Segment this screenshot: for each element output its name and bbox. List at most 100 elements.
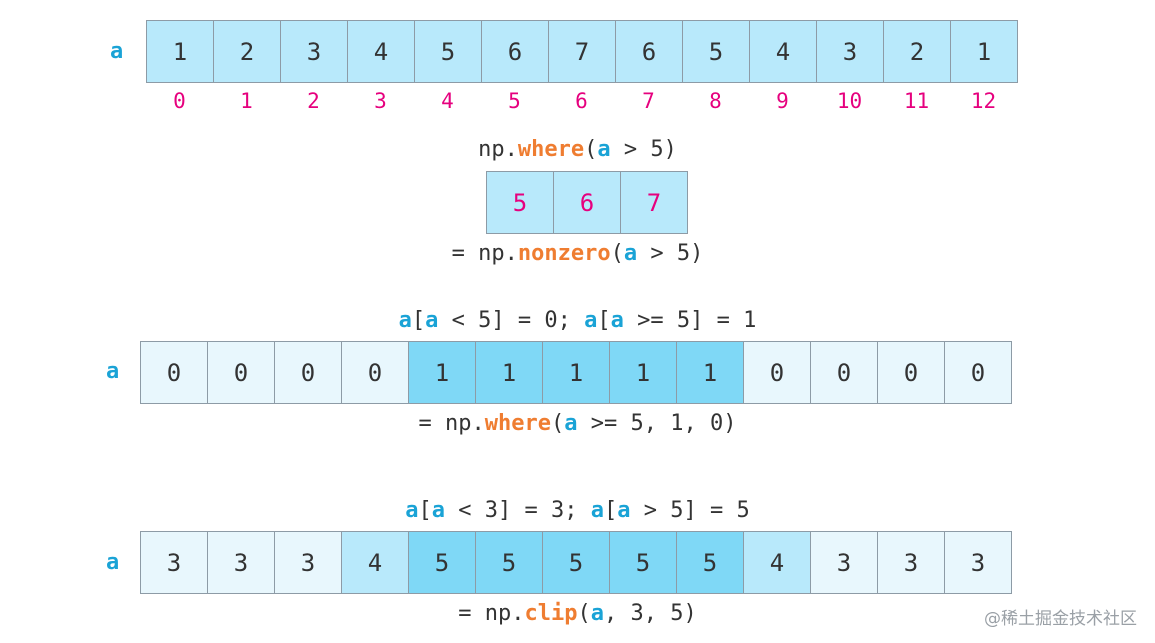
array-cell: 2 bbox=[213, 20, 281, 83]
array-cell: 1 bbox=[475, 341, 543, 404]
expr-text: < 5] = 0; bbox=[438, 308, 585, 333]
array-cell: 7 bbox=[548, 20, 616, 83]
array-cell: 1 bbox=[408, 341, 476, 404]
array-cell: 5 bbox=[414, 20, 482, 83]
expr-text: np. bbox=[478, 137, 518, 162]
index-label: 5 bbox=[508, 89, 521, 113]
array-a-binary-label: a bbox=[106, 359, 120, 384]
expr-text: >= 5, 1, 0) bbox=[577, 411, 737, 436]
expr-text: > 5] = 5 bbox=[630, 498, 750, 523]
array-a-clip-label: a bbox=[106, 550, 120, 575]
index-label: 0 bbox=[173, 89, 186, 113]
array-cell: 0 bbox=[274, 341, 342, 404]
expr-text: , 3, 5) bbox=[604, 601, 697, 626]
var-name: a bbox=[590, 498, 604, 523]
func-name: where bbox=[484, 411, 551, 436]
expr-where-binary: = np.where(a >= 5, 1, 0) bbox=[0, 411, 1155, 436]
var-name: a bbox=[564, 411, 578, 436]
array-cell: 5 bbox=[609, 531, 677, 594]
index-label: 2 bbox=[307, 89, 320, 113]
var-name: a bbox=[617, 498, 631, 523]
array-cell: 1 bbox=[146, 20, 214, 83]
expr-text: > 5) bbox=[610, 137, 677, 162]
array-cell: 0 bbox=[810, 341, 878, 404]
array-cell: 6 bbox=[553, 171, 621, 234]
func-name: nonzero bbox=[517, 241, 611, 266]
array-cell: 4 bbox=[743, 531, 811, 594]
expr-text: [ bbox=[603, 498, 618, 523]
expr-text: >= 5] = 1 bbox=[623, 308, 757, 333]
array-cell: 0 bbox=[341, 341, 409, 404]
expr-text: ( bbox=[610, 241, 624, 266]
expr-where-gt5: np.where(a > 5) bbox=[0, 137, 1155, 162]
array-cell: 0 bbox=[207, 341, 275, 404]
index-label: 12 bbox=[970, 89, 997, 113]
array-cell: 1 bbox=[609, 341, 677, 404]
array-cell: 3 bbox=[274, 531, 342, 594]
array-cell: 3 bbox=[280, 20, 348, 83]
var-name: a bbox=[431, 498, 446, 523]
array-cell: 5 bbox=[486, 171, 554, 234]
var-name: a bbox=[398, 308, 412, 333]
expr-assign-clip: a[a < 3] = 3; a[a > 5] = 5 bbox=[0, 498, 1155, 523]
index-label: 9 bbox=[776, 89, 789, 113]
array-cell: 4 bbox=[749, 20, 817, 83]
var-name: a bbox=[405, 498, 419, 523]
array-a-label: a bbox=[110, 39, 124, 64]
func-name: clip bbox=[524, 601, 578, 626]
index-label: 8 bbox=[709, 89, 722, 113]
expr-text: < 3] = 3; bbox=[445, 498, 591, 523]
array-cell: 4 bbox=[347, 20, 415, 83]
var-name: a bbox=[610, 308, 624, 333]
array-cell: 5 bbox=[676, 531, 744, 594]
index-label: 1 bbox=[240, 89, 253, 113]
expr-text: ( bbox=[577, 601, 591, 626]
array-cell: 3 bbox=[816, 20, 884, 83]
array-cell: 3 bbox=[944, 531, 1012, 594]
expr-text: = np. bbox=[458, 601, 525, 626]
array-cell: 5 bbox=[475, 531, 543, 594]
expr-assign-01: a[a < 5] = 0; a[a >= 5] = 1 bbox=[0, 308, 1155, 333]
array-cell: 4 bbox=[341, 531, 409, 594]
var-name: a bbox=[623, 241, 638, 266]
array-cell: 6 bbox=[481, 20, 549, 83]
var-name: a bbox=[597, 137, 611, 162]
index-label: 7 bbox=[642, 89, 655, 113]
array-cell: 3 bbox=[810, 531, 878, 594]
array-cell: 2 bbox=[883, 20, 951, 83]
array-cell: 0 bbox=[944, 341, 1012, 404]
array-cell: 1 bbox=[676, 341, 744, 404]
array-cell: 3 bbox=[140, 531, 208, 594]
array-cell: 5 bbox=[682, 20, 750, 83]
var-name: a bbox=[425, 308, 439, 333]
array-cell: 0 bbox=[140, 341, 208, 404]
watermark: @稀土掘金技术社区 bbox=[984, 609, 1137, 629]
array-cell: 1 bbox=[950, 20, 1018, 83]
index-label: 11 bbox=[903, 89, 930, 113]
expr-text: [ bbox=[597, 308, 611, 333]
expr-text: = np. bbox=[418, 411, 485, 436]
index-label: 10 bbox=[836, 89, 863, 113]
array-cell: 5 bbox=[408, 531, 476, 594]
expr-clip: = np.clip(a, 3, 5) bbox=[0, 601, 1155, 626]
expr-nonzero-gt5: = np.nonzero(a > 5) bbox=[0, 241, 1155, 266]
expr-text: > 5) bbox=[637, 241, 704, 266]
array-cell: 0 bbox=[743, 341, 811, 404]
array-cell: 3 bbox=[207, 531, 275, 594]
array-cell: 6 bbox=[615, 20, 683, 83]
expr-text: ( bbox=[551, 411, 565, 436]
array-cell: 7 bbox=[620, 171, 688, 234]
expr-text: [ bbox=[411, 308, 426, 333]
expr-text: [ bbox=[418, 498, 432, 523]
func-name: where bbox=[517, 137, 585, 162]
array-cell: 3 bbox=[877, 531, 945, 594]
array-cell: 5 bbox=[542, 531, 610, 594]
index-label: 6 bbox=[575, 89, 588, 113]
expr-text: ( bbox=[584, 137, 598, 162]
expr-text: = np. bbox=[451, 241, 518, 266]
